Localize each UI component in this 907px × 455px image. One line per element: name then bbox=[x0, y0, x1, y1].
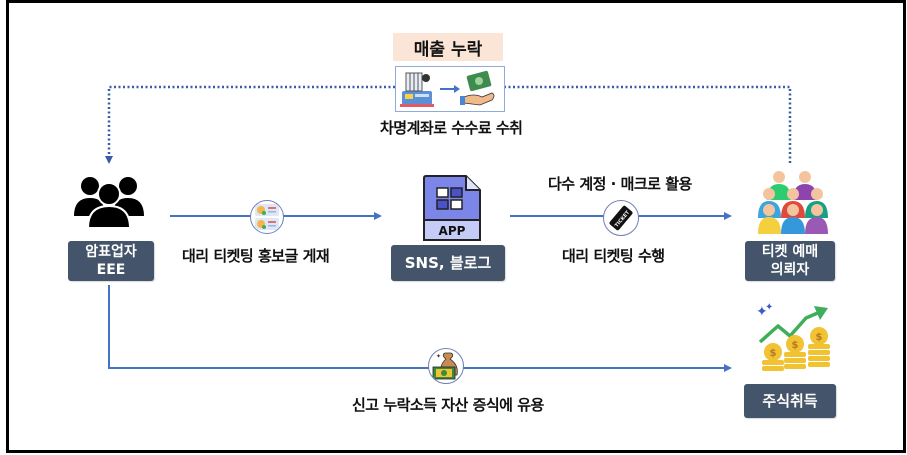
platform-label: SNS, 블로그 bbox=[404, 254, 492, 272]
money-flow-box bbox=[395, 66, 505, 112]
svg-text:✦: ✦ bbox=[765, 302, 773, 313]
money-hand-icon bbox=[460, 70, 495, 106]
arrow-vendor-to-stock bbox=[108, 285, 732, 372]
requesters-label-line1: 티켓 예매 bbox=[761, 244, 819, 260]
svg-text:$: $ bbox=[792, 340, 799, 351]
ticket-icon: TICKET bbox=[603, 200, 639, 236]
svg-text:✦: ✦ bbox=[756, 304, 768, 320]
edge-label-asset-growth: 신고 누락소득 자산 증식에 유용 bbox=[352, 396, 544, 414]
requesters-label-line2: 의뢰자 bbox=[770, 262, 810, 278]
dotted-return-arrow-left bbox=[105, 85, 395, 164]
profile-posts-icon bbox=[250, 200, 284, 234]
revenue-omission-title: 매출 누락 bbox=[393, 33, 503, 61]
requesters-node: 티켓 예매 의뢰자 bbox=[745, 241, 835, 281]
edge-label-promo-post: 대리 티켓팅 홍보글 게재 bbox=[182, 247, 330, 265]
top-flow-caption: 차명계좌로 수수료 수취 bbox=[380, 119, 523, 137]
app-file-icon: APP bbox=[420, 174, 484, 242]
stock-node: 주식취득 bbox=[744, 384, 836, 418]
edge-label-macro: 다수 계정 · 매크로 활용 bbox=[548, 175, 692, 193]
edge-label-ticketing: 대리 티켓팅 수행 bbox=[562, 247, 665, 265]
svg-text:✦: ✦ bbox=[436, 353, 441, 360]
crowd-icon bbox=[757, 170, 829, 234]
stock-label: 주식취득 bbox=[762, 392, 818, 410]
vendor-label-line1: 암표업자 bbox=[85, 244, 137, 260]
svg-text:$: $ bbox=[816, 332, 823, 343]
diagram-frame bbox=[6, 0, 906, 453]
dotted-return-arrow bbox=[503, 85, 792, 163]
group-people-icon bbox=[72, 172, 146, 228]
money-bag-icon: ✦ bbox=[428, 348, 464, 384]
vendor-node: 암표업자 EEE bbox=[68, 241, 154, 281]
rising-coins-icon: ✦ ✦ $ $ $ bbox=[754, 300, 832, 374]
vendor-label-line2: EEE bbox=[96, 262, 126, 278]
app-icon-text: APP bbox=[439, 224, 466, 238]
svg-text:$: $ bbox=[770, 348, 777, 359]
platform-node: SNS, 블로그 bbox=[391, 245, 505, 281]
arrow-right-icon bbox=[440, 85, 460, 93]
cash-register-icon bbox=[400, 72, 434, 107]
